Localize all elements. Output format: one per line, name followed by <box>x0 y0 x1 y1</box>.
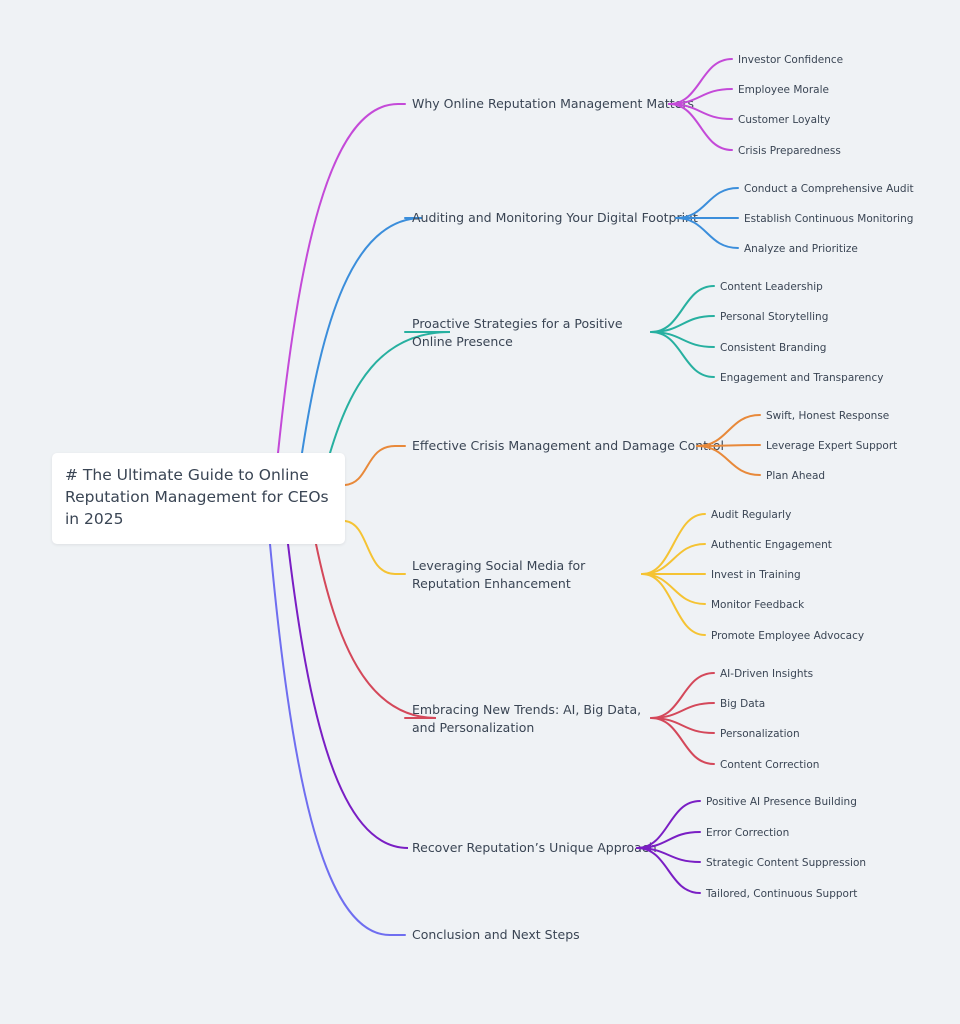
leaf-node[interactable]: Leverage Expert Support <box>766 440 897 452</box>
branch-node[interactable]: Auditing and Monitoring Your Digital Foo… <box>412 210 698 225</box>
branch-connector <box>315 543 437 719</box>
leaf-node[interactable]: Strategic Content Suppression <box>706 857 866 869</box>
leaf-node[interactable]: Establish Continuous Monitoring <box>744 213 913 225</box>
leaf-connector <box>636 847 701 894</box>
branch-label: Recover Reputation’s Unique Approach <box>412 840 657 855</box>
leaf-node[interactable]: Authentic Engagement <box>711 539 832 551</box>
branch-label: Why Online Reputation Management Matters <box>412 96 694 111</box>
leaf-connector <box>636 800 701 849</box>
leaf-connector <box>641 573 706 636</box>
leaf-node[interactable]: Swift, Honest Response <box>766 410 889 422</box>
leaf-connector <box>696 445 761 476</box>
leaf-connector <box>641 543 706 575</box>
leaf-connector <box>650 331 715 378</box>
branch-node[interactable]: Conclusion and Next Steps <box>412 927 580 942</box>
root-node[interactable]: # The Ultimate Guide to Online Reputatio… <box>52 453 345 544</box>
leaf-node[interactable]: AI-Driven Insights <box>720 668 813 680</box>
leaf-connector <box>650 285 715 333</box>
leaf-node[interactable]: Error Correction <box>706 827 789 839</box>
leaf-connector <box>650 672 715 719</box>
leaf-node[interactable]: Tailored, Continuous Support <box>705 888 857 900</box>
branch-connector <box>277 103 406 454</box>
leaf-node[interactable]: Content Leadership <box>720 281 823 293</box>
leaf-connector <box>641 513 706 575</box>
leaf-node[interactable]: Content Correction <box>720 759 819 771</box>
leaf-connector <box>650 717 715 765</box>
leaf-connector <box>696 444 761 447</box>
leaf-node[interactable]: Personalization <box>720 728 800 740</box>
branch-connector <box>344 445 406 486</box>
leaf-node[interactable]: Analyze and Prioritize <box>744 243 858 255</box>
branch-label: Embracing New Trends: AI, Big Data,and P… <box>412 702 641 735</box>
leaf-node[interactable]: Engagement and Transparency <box>720 372 883 384</box>
branch-node[interactable]: Recover Reputation’s Unique Approach <box>412 840 657 855</box>
branch-connector <box>301 217 423 454</box>
branch-node[interactable]: Embracing New Trends: AI, Big Data,and P… <box>412 702 641 735</box>
branch-connector <box>269 543 406 936</box>
branch-connector <box>329 331 451 454</box>
branch-label: Auditing and Monitoring Your Digital Foo… <box>412 210 698 225</box>
leaf-node[interactable]: Audit Regularly <box>711 509 791 521</box>
leaf-node[interactable]: Customer Loyalty <box>738 114 830 126</box>
leaf-node[interactable]: Crisis Preparedness <box>738 145 841 157</box>
leaf-node[interactable]: Invest in Training <box>711 569 801 581</box>
branch-connector <box>287 543 409 849</box>
leaf-node[interactable]: Personal Storytelling <box>720 311 828 323</box>
leaf-node[interactable]: Plan Ahead <box>766 470 825 482</box>
leaf-node[interactable]: Promote Employee Advocacy <box>711 630 864 642</box>
leaf-node[interactable]: Employee Morale <box>738 84 829 96</box>
branch-connector <box>344 520 406 575</box>
leaf-connector <box>641 573 706 605</box>
branch-label: Conclusion and Next Steps <box>412 927 580 942</box>
leaf-node[interactable]: Consistent Branding <box>720 342 826 354</box>
leaf-node[interactable]: Positive AI Presence Building <box>706 796 857 808</box>
root-title: # The Ultimate Guide to Online Reputatio… <box>65 466 329 528</box>
leaf-connector <box>668 103 733 151</box>
branch-label: Effective Crisis Management and Damage C… <box>412 438 724 453</box>
leaf-node[interactable]: Big Data <box>720 698 765 710</box>
branch-node[interactable]: Effective Crisis Management and Damage C… <box>412 438 724 453</box>
leaf-node[interactable]: Investor Confidence <box>738 54 843 66</box>
branch-node[interactable]: Why Online Reputation Management Matters <box>412 96 694 111</box>
leaf-connector <box>668 58 733 105</box>
leaf-node[interactable]: Monitor Feedback <box>711 599 805 611</box>
leaf-connector <box>675 217 739 249</box>
leaf-node[interactable]: Conduct a Comprehensive Audit <box>744 183 914 195</box>
